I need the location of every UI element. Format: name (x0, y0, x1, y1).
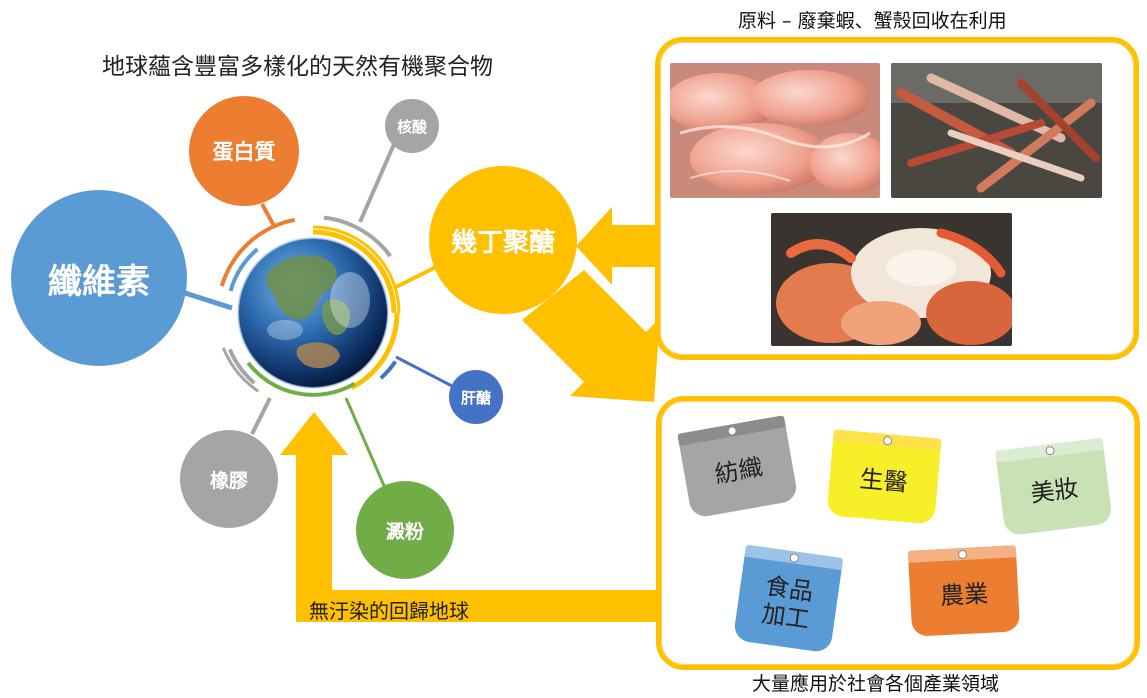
raw-panel-caption: 原料 – 廢棄蝦、蟹殼回收在利用 (738, 10, 1007, 32)
tag-cosmetics-label: 美妝 (1028, 474, 1081, 508)
tag-agriculture[interactable]: 農業 (907, 545, 1021, 637)
return-label: 無汙染的回歸地球 (309, 599, 469, 623)
photo-crab-legs (891, 63, 1102, 198)
earth-globe (237, 237, 389, 389)
node-starch[interactable]: 澱粉 (356, 481, 454, 579)
node-nucleic-acid-label: 核酸 (396, 117, 427, 136)
node-rubber-label: 橡膠 (209, 469, 248, 492)
node-cellulose[interactable]: 纖維素 (11, 190, 187, 366)
arrow-return-to-earth (280, 412, 668, 622)
arrow-panel-to-chitosan (576, 207, 658, 285)
arrow-chitosan-to-applications (522, 270, 660, 402)
node-heparin-label: 肝醣 (460, 388, 491, 407)
tag-cosmetics[interactable]: 美妝 (995, 437, 1113, 537)
tag-agriculture-label: 農業 (939, 579, 989, 611)
page-title: 地球蘊含豐富多樣化的天然有機聚合物 (102, 54, 493, 80)
node-nucleic-acid[interactable]: 核酸 (385, 99, 439, 153)
applications-panel-caption: 大量應用於社會各個產業領域 (752, 673, 1000, 695)
node-rubber[interactable]: 橡膠 (180, 430, 278, 528)
photo-crab-shells (771, 213, 1012, 346)
tag-biomed-label: 生醫 (858, 465, 909, 498)
node-heparin[interactable]: 肝醣 (449, 370, 503, 424)
orbit-arcs (219, 215, 401, 397)
photo-shrimp-shells (670, 63, 880, 198)
node-protein[interactable]: 蛋白質 (189, 96, 299, 206)
connector-lines (184, 141, 453, 489)
node-chitosan[interactable]: 幾丁聚醣 (429, 166, 577, 314)
tag-textile-label: 紡織 (712, 453, 765, 490)
node-cellulose-label: 纖維素 (48, 261, 150, 302)
node-chitosan-label: 幾丁聚醣 (450, 227, 555, 258)
tag-biomed[interactable]: 生醫 (826, 429, 942, 525)
node-protein-label: 蛋白質 (212, 140, 276, 164)
node-starch-label: 澱粉 (385, 520, 424, 543)
tag-food-processing[interactable]: 食品 加工 (732, 544, 844, 654)
tag-food-processing-label-line2: 加工 (759, 599, 812, 635)
